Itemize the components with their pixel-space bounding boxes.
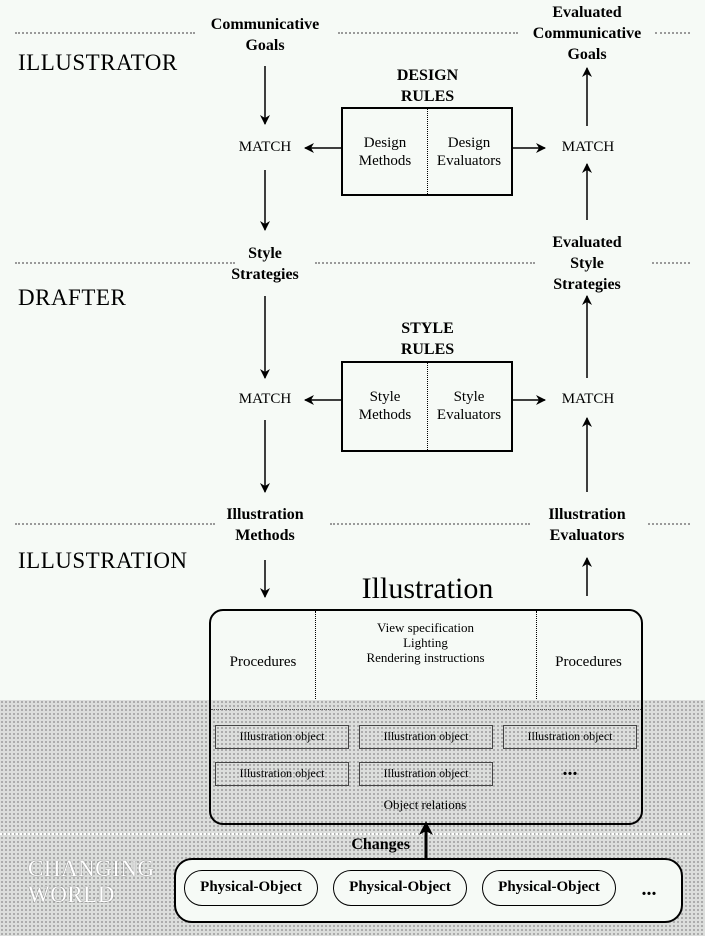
match-left-mid: MATCH <box>238 391 292 407</box>
illustration-ellipsis: ... <box>562 758 578 780</box>
style-methods: Style Methods <box>343 388 427 424</box>
object-relations: Object relations <box>383 797 467 812</box>
evaluated-style-strategies: Evaluated Style Strategies <box>512 232 662 295</box>
match-right-top: MATCH <box>561 139 615 155</box>
spec-rendering: Rendering instructions <box>366 650 485 665</box>
separator-illustration-left <box>15 523 215 525</box>
style-rules-title: STYLE RULES <box>360 318 495 360</box>
illustration-methods-line2: Methods <box>235 527 295 544</box>
design-rules-divider <box>427 109 428 194</box>
illustration-title: Illustration <box>361 572 494 605</box>
style-methods-line2: Methods <box>358 407 412 423</box>
style-rules-divider <box>427 363 428 450</box>
design-methods-line1: Design <box>363 135 407 151</box>
illustration-spec: View specification Lighting Rendering in… <box>315 620 536 665</box>
illustration-object: Illustration object <box>215 725 349 749</box>
illustration-divider-mid <box>211 709 641 710</box>
design-methods-line2: Methods <box>358 153 412 169</box>
evaluated-goals-line1: Evaluated <box>552 4 622 21</box>
separator-world <box>0 833 690 835</box>
evaluated-strategies-line3: Strategies <box>553 276 621 293</box>
separator-drafter-left <box>15 262 235 264</box>
match-right-mid: MATCH <box>561 391 615 407</box>
design-methods: Design Methods <box>343 134 427 170</box>
physical-object: Physical-Object <box>333 870 467 906</box>
layer-changing-world-2: WORLD <box>28 882 115 907</box>
evaluated-strategies-line2: Style <box>570 255 604 272</box>
illustration-object: Illustration object <box>503 725 637 749</box>
separator-top-right <box>655 32 690 34</box>
style-strategies-line2: Strategies <box>231 266 299 283</box>
illustration-object: Illustration object <box>215 762 349 786</box>
changes-label: Changes <box>351 836 410 853</box>
physical-object: Physical-Object <box>184 870 318 906</box>
illustration-evaluators-line2: Evaluators <box>549 527 625 544</box>
style-strategies-line1: Style <box>248 245 282 262</box>
communicative-goals-line2: Goals <box>245 37 285 54</box>
style-methods-line1: Style <box>369 389 401 405</box>
spec-view: View specification <box>376 620 475 635</box>
design-evaluators: Design Evaluators <box>427 134 511 170</box>
illustration-evaluators: Illustration Evaluators <box>512 504 662 546</box>
world-ellipsis: ... <box>641 878 657 900</box>
design-rules-title-line2: RULES <box>400 88 455 105</box>
illustration-divider-left <box>315 611 316 699</box>
layer-changing-world-1: CHANGING <box>28 856 155 881</box>
design-rules-title: DESIGN RULES <box>360 65 495 107</box>
communicative-goals-line1: Communicative <box>210 16 320 33</box>
design-evaluators-line2: Evaluators <box>436 153 502 169</box>
procedures-left: Procedures <box>229 654 297 670</box>
match-left-top: MATCH <box>238 139 292 155</box>
style-evaluators: Style Evaluators <box>427 388 511 424</box>
design-rules-title-line1: DESIGN <box>396 67 459 84</box>
evaluated-communicative-goals: Evaluated Communicative Goals <box>512 2 662 65</box>
style-evaluators-line2: Evaluators <box>436 407 502 423</box>
style-strategies: Style Strategies <box>190 243 340 285</box>
style-rules-box: Style Methods Style Evaluators <box>341 361 513 452</box>
separator-top-left <box>15 32 195 34</box>
design-rules-box: Design Methods Design Evaluators <box>341 107 513 196</box>
layer-illustration: ILLUSTRATION <box>18 548 188 573</box>
style-evaluators-line1: Style <box>453 389 485 405</box>
illustration-evaluators-line1: Illustration <box>548 506 626 523</box>
separator-top-mid <box>338 32 518 34</box>
physical-object: Physical-Object <box>482 870 616 906</box>
evaluated-goals-line3: Goals <box>567 46 607 63</box>
style-rules-title-line2: RULES <box>400 341 455 358</box>
illustration-methods: Illustration Methods <box>190 504 340 546</box>
evaluated-strategies-line1: Evaluated <box>552 234 622 251</box>
illustration-divider-right <box>536 611 537 699</box>
layer-illustrator: ILLUSTRATOR <box>18 50 178 75</box>
separator-illustration-mid <box>330 523 530 525</box>
separator-illustration-right <box>648 523 690 525</box>
separator-drafter-mid <box>315 262 535 264</box>
illustration-object: Illustration object <box>359 725 493 749</box>
illustration-box: Procedures Procedures View specification… <box>209 609 643 825</box>
separator-drafter-right <box>652 262 690 264</box>
spec-lighting: Lighting <box>403 635 448 650</box>
illustration-methods-line1: Illustration <box>226 506 304 523</box>
evaluated-goals-line2: Communicative <box>532 25 642 42</box>
design-evaluators-line1: Design <box>447 135 491 151</box>
procedures-right: Procedures <box>555 654 622 670</box>
illustration-object: Illustration object <box>359 762 493 786</box>
style-rules-title-line1: STYLE <box>401 320 454 337</box>
communicative-goals: Communicative Goals <box>190 14 340 56</box>
layer-drafter: DRAFTER <box>18 285 127 310</box>
